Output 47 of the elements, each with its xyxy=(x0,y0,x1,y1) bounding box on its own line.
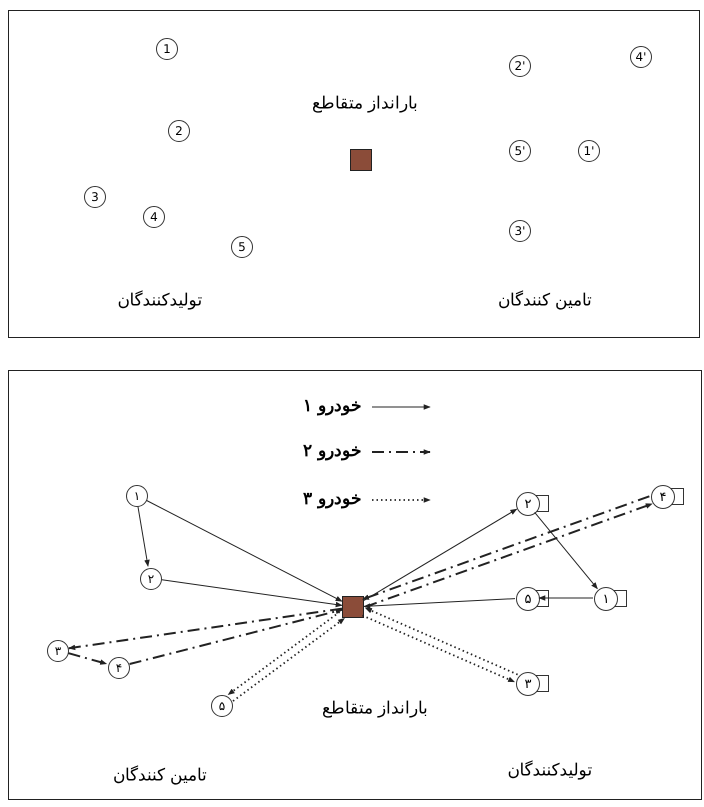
node-circle: ۵ xyxy=(516,587,540,611)
node-circle: ۴ xyxy=(108,657,130,679)
node-circle: 3' xyxy=(509,220,531,242)
route-arrow xyxy=(364,508,518,601)
group-label: تولیدکنندگان xyxy=(118,290,202,310)
node-circle: ۵ xyxy=(211,695,233,717)
node-circle: 5 xyxy=(231,236,253,258)
node-circle: 1 xyxy=(156,38,178,60)
node-circle: ۳ xyxy=(47,640,69,662)
route-arrow xyxy=(68,652,108,665)
legend-label: خودرو ۲ xyxy=(303,440,362,461)
route-arrow xyxy=(129,608,343,665)
route-arrow xyxy=(534,512,598,590)
legend-label: خودرو ۱ xyxy=(303,395,362,416)
route-arrow xyxy=(228,611,340,696)
route-arrow xyxy=(363,598,516,609)
route-arrow xyxy=(364,607,518,676)
panel-frame xyxy=(8,10,700,338)
group-label: تامین کنندگان xyxy=(112,764,208,786)
route-arrow xyxy=(161,579,343,608)
node-circle: ۲ xyxy=(140,568,162,590)
node-circle: 4' xyxy=(630,46,652,68)
cross-dock-square xyxy=(350,148,372,170)
node-circle: ۳ xyxy=(516,672,540,696)
node-circle: ۴ xyxy=(651,485,675,509)
node-circle: ۱ xyxy=(594,587,618,611)
route-arrow xyxy=(362,614,516,683)
route-arrow xyxy=(538,595,594,601)
node-circle: 5' xyxy=(509,140,531,162)
node-circle: 4 xyxy=(143,206,165,228)
node-circle: 2 xyxy=(168,120,190,142)
panel-frame xyxy=(8,370,702,800)
node-circle: 2' xyxy=(509,55,531,77)
node-circle: 3 xyxy=(84,186,106,208)
node-circle: ۱ xyxy=(126,485,148,507)
group-label: بارانداز متقاطع xyxy=(322,698,428,718)
route-arrow xyxy=(138,506,150,567)
node-circle: 1' xyxy=(578,140,600,162)
group-label: تامین کنندگان xyxy=(498,290,592,310)
node-circle: ۲ xyxy=(516,492,540,516)
route-arrow xyxy=(146,500,343,602)
legend-label: خودرو ۳ xyxy=(303,488,362,509)
group-label: تولیدکنندگان xyxy=(508,760,592,780)
route-arrow xyxy=(232,618,345,702)
cross-dock-square xyxy=(342,596,364,618)
cross-dock-label: بارانداز متقاطع xyxy=(312,92,418,114)
route-arrow xyxy=(68,608,342,650)
